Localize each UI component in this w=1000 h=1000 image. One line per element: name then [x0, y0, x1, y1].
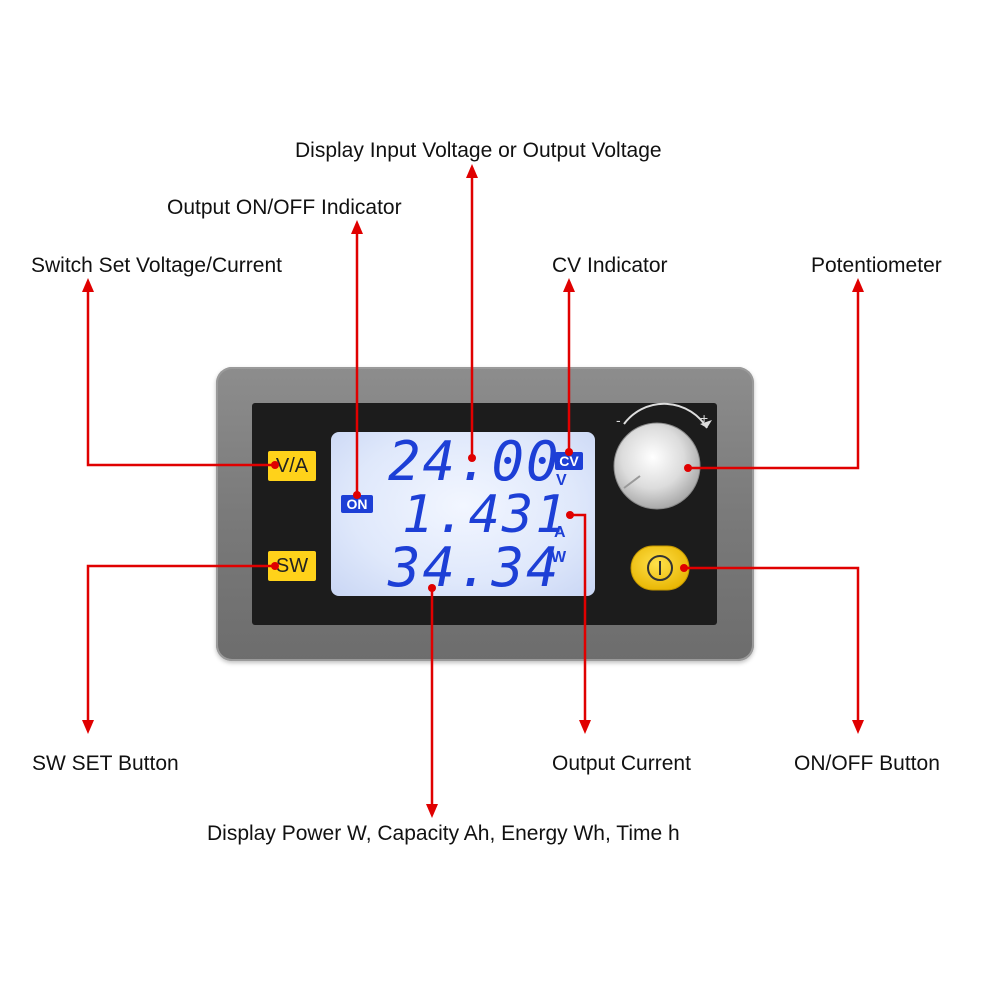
pointer-heads [82, 164, 864, 818]
unit-watts: W [551, 549, 567, 566]
label-sw-set-button: SW SET Button [32, 752, 179, 775]
cv-indicator-badge: CV [555, 452, 583, 470]
label-cv-indicator: CV Indicator [552, 254, 668, 277]
knob-minus-label: - [616, 412, 621, 428]
knob-arc-icon [623, 402, 708, 429]
label-output-indicator: Output ON/OFF Indicator [167, 196, 402, 219]
va-button[interactable]: V/A [268, 451, 316, 481]
knob-plus-label: + [700, 410, 709, 426]
lcd-screen [331, 432, 595, 596]
unit-volts: V [556, 472, 567, 489]
unit-amps: A [554, 524, 566, 541]
power-reading: 34.34 [388, 536, 561, 599]
pointer-lines [86, 176, 860, 806]
potentiometer-knob[interactable] [613, 422, 701, 510]
label-potentiometer: Potentiometer [811, 254, 942, 277]
label-output-current: Output Current [552, 752, 691, 775]
on-indicator-badge: ON [341, 495, 373, 513]
label-display-power: Display Power W, Capacity Ah, Energy Wh,… [207, 822, 680, 845]
knob-marker-icon [623, 475, 641, 489]
label-onoff-button: ON/OFF Button [794, 752, 940, 775]
label-display-voltage: Display Input Voltage or Output Voltage [295, 139, 662, 162]
knob-arrow-icon [700, 420, 712, 428]
current-reading: 1.431 [402, 485, 569, 545]
label-switch-set: Switch Set Voltage/Current [31, 254, 282, 277]
power-icon [647, 555, 673, 581]
